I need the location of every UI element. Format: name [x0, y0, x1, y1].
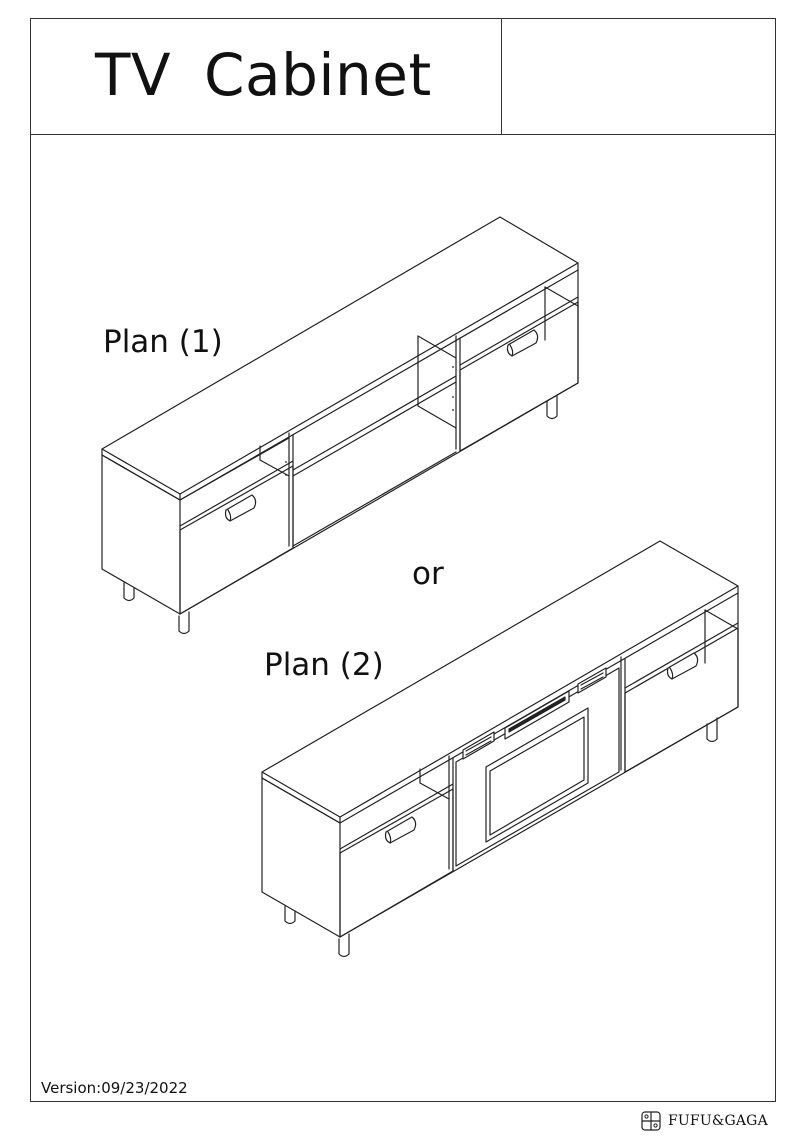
- plan-2-fireplace-window: [485, 707, 589, 843]
- plan-2-leg-left: [284, 905, 296, 925]
- fufu-gaga-logo-icon: [641, 1111, 661, 1131]
- plan-1-leg-left: [123, 582, 135, 602]
- plan-2-left-side: [261, 777, 341, 938]
- plan-2-top-panel: [261, 540, 739, 818]
- plan-1-right-drawer: [459, 301, 579, 452]
- plan-1-leg-right: [546, 394, 558, 420]
- plan-1-top-panel: [101, 216, 579, 495]
- plan-1-leg-front: [178, 611, 190, 635]
- header-vertical-divider: [501, 18, 502, 135]
- page-frame: [30, 18, 776, 1102]
- page-title: TV Cabinet: [95, 41, 432, 109]
- plan-1-right-handle: [506, 329, 539, 357]
- brand-mark: FUFU&GAGA: [640, 1110, 768, 1132]
- or-separator: or: [412, 556, 444, 592]
- plan-1-top-edge: [179, 262, 579, 501]
- plan-2-label: Plan (2): [264, 647, 384, 683]
- plan-2-left-handle: [384, 816, 417, 844]
- plan-2-cabinet-illustration: [261, 540, 739, 958]
- brand-name: FUFU&GAGA: [668, 1113, 768, 1129]
- plan-2-right-drawer: [624, 627, 739, 773]
- plan-1-left-side: [101, 454, 181, 615]
- plan-2-leg-front: [338, 933, 350, 958]
- plan-1-left-drawer: [179, 465, 294, 615]
- version-label: Version:09/23/2022: [41, 1079, 188, 1097]
- plan-1-cabinet-illustration: [101, 216, 579, 635]
- plan-2-fireplace-frame: [455, 667, 620, 867]
- plan-1-label: Plan (1): [103, 324, 223, 360]
- plan-1-left-handle: [224, 494, 257, 522]
- header-divider: [30, 134, 776, 135]
- plan-2-fireplace-control-right: [577, 667, 607, 694]
- plan-2-leg-right: [706, 717, 718, 743]
- plan-2-right-handle: [666, 652, 699, 680]
- plan-2-left-drawer: [339, 788, 454, 938]
